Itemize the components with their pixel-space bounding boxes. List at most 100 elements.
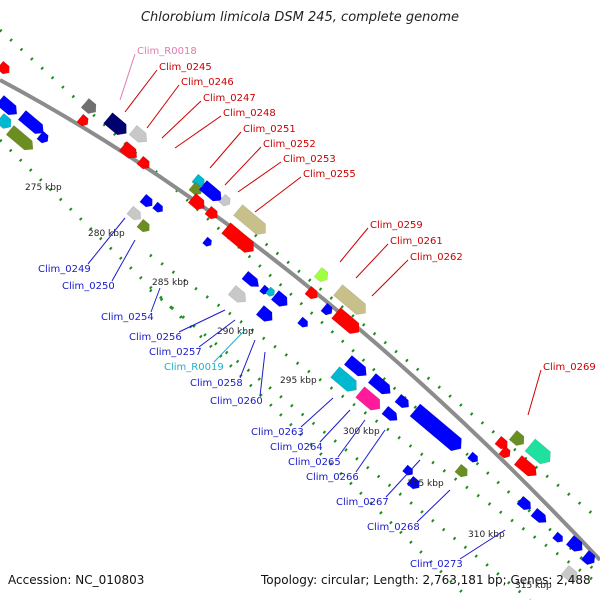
gene-feature-19: [221, 222, 254, 253]
gene-label-top-1: Clim_0245: [159, 62, 212, 73]
gene-label-bottom-6: Clim_0258: [190, 378, 243, 389]
label-leader-top-11: [371, 259, 409, 297]
gene-feature-0: [0, 60, 10, 75]
gene-feature-42: [381, 405, 398, 421]
label-leader-top-7: [237, 161, 282, 193]
gene-feature-57: [580, 550, 596, 566]
gene-feature-37: [343, 355, 367, 377]
gene-feature-4: [5, 125, 34, 151]
kbp-tick-label-6: 305 kbp: [407, 479, 444, 489]
gene-feature-9: [128, 125, 148, 143]
gene-feature-5: [36, 130, 49, 144]
label-leader-bottom-2: [150, 287, 161, 313]
gene-feature-2: [17, 110, 44, 134]
kbp-tick-label-4: 295 kbp: [280, 376, 317, 386]
gene-label-top-6: Clim_0252: [263, 139, 316, 150]
gene-feature-28: [265, 286, 275, 297]
gene-feature-10: [118, 141, 138, 159]
gene-feature-50: [524, 438, 551, 465]
gene-label-top-4: Clim_0248: [223, 108, 276, 119]
gene-label-bottom-11: Clim_0266: [306, 472, 359, 483]
gene-feature-16: [204, 205, 218, 220]
gene-feature-31: [297, 316, 308, 328]
kbp-tick-label-7: 310 kbp: [468, 530, 505, 540]
gene-feature-38: [330, 366, 357, 392]
dotted-track-3: [149, 253, 600, 587]
gene-feature-23: [152, 201, 163, 213]
label-leader-top-1: [124, 69, 158, 113]
gene-feature-39: [367, 373, 391, 395]
gene-label-bottom-2: Clim_0254: [101, 312, 154, 323]
label-leader-bottom-0: [87, 217, 126, 265]
gene-label-bottom-14: Clim_0273: [410, 559, 463, 570]
label-leader-bottom-5: [213, 329, 246, 363]
label-leader-top-3: [161, 100, 202, 139]
genome-backbone: [0, 78, 600, 562]
gene-feature-40: [355, 386, 381, 411]
label-leader-bottom-13: [416, 489, 451, 523]
gene-feature-30: [255, 305, 273, 322]
kbp-tick-label-8: 315 kbp: [515, 581, 552, 591]
gene-feature-7: [76, 113, 89, 127]
label-leader-bottom-14: [459, 529, 506, 560]
accession-text: Accession: NC_010803: [8, 573, 145, 587]
gene-feature-47: [406, 475, 420, 490]
gene-feature-8: [103, 112, 127, 136]
gene-feature-15: [187, 193, 205, 210]
gene-label-top-9: Clim_0259: [370, 220, 423, 231]
kbp-tick-label-0: 275 kbp: [25, 183, 62, 193]
label-leader-bottom-6: [239, 339, 256, 379]
gene-feature-24: [202, 236, 212, 247]
gene-label-bottom-8: Clim_0263: [251, 427, 304, 438]
gene-feature-53: [516, 495, 531, 511]
label-leader-bottom-10: [337, 419, 366, 458]
dotted-track-4: [149, 288, 531, 602]
gene-feature-55: [552, 531, 563, 543]
gene-label-bottom-1: Clim_0250: [62, 281, 115, 292]
gene-label-top-2: Clim_0246: [181, 77, 234, 88]
gene-feature-29: [270, 290, 288, 307]
gene-feature-17: [218, 193, 231, 207]
gene-feature-1: [0, 95, 18, 116]
label-leader-bottom-4: [198, 319, 236, 348]
label-leader-top-2: [146, 84, 180, 129]
gene-feature-11: [136, 155, 150, 170]
gene-label-top-8: Clim_0255: [303, 169, 356, 180]
gene-feature-13: [188, 181, 202, 196]
label-leader-top-12: [527, 369, 542, 416]
gene-feature-58: [560, 565, 578, 582]
gene-feature-45: [454, 463, 468, 478]
gene-feature-33: [304, 285, 318, 300]
gene-label-bottom-12: Clim_0267: [336, 497, 389, 508]
gene-label-bottom-3: Clim_0256: [129, 332, 182, 343]
gene-feature-43: [409, 403, 462, 452]
kbp-tick-label-3: 290 kbp: [217, 327, 254, 337]
gene-label-top-0: Clim_R0018: [137, 46, 197, 57]
gene-label-bottom-9: Clim_0264: [270, 442, 323, 453]
gene-feature-3: [0, 113, 12, 129]
gene-label-bottom-10: Clim_0265: [288, 457, 341, 468]
label-leader-top-4: [174, 115, 222, 149]
label-leader-bottom-11: [355, 429, 386, 473]
gene-feature-56: [565, 535, 583, 552]
kbp-tick-label-1: 280 kbp: [88, 229, 125, 239]
label-leader-top-5: [209, 131, 242, 169]
gene-label-top-11: Clim_0262: [410, 252, 463, 263]
label-leader-bottom-1: [111, 239, 136, 282]
gene-label-top-10: Clim_0261: [390, 236, 443, 247]
gene-feature-51: [513, 455, 537, 477]
gene-feature-54: [530, 507, 547, 523]
map-title: Chlorobium limicola DSM 245, complete ge…: [140, 10, 460, 25]
gene-feature-35: [320, 302, 333, 316]
label-leader-bottom-8: [300, 397, 334, 428]
gene-label-bottom-7: Clim_0260: [210, 396, 263, 407]
label-leader-top-8: [254, 176, 302, 213]
gene-feature-36: [331, 307, 360, 335]
gene-feature-26: [227, 285, 247, 303]
label-leader-top-10: [355, 243, 389, 279]
gene-feature-44: [467, 451, 478, 463]
gene-feature-48: [508, 430, 525, 446]
gene-label-top-5: Clim_0251: [243, 124, 296, 135]
gene-label-bottom-0: Clim_0249: [38, 264, 91, 275]
